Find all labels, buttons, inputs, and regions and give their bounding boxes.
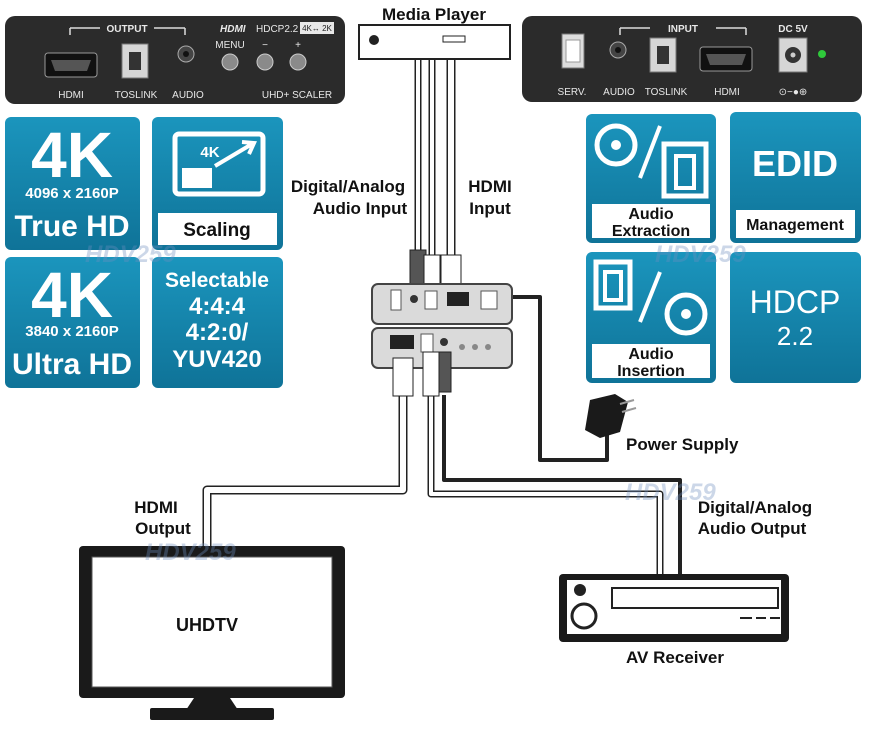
hdmi-input-port: [699, 46, 753, 72]
rear-panel: INPUT DC 5V SERV. AUDIO TOSLINK HDMI ⊙−●…: [522, 16, 862, 102]
port-label-audio: AUDIO: [172, 90, 204, 101]
power-led: [818, 50, 826, 58]
uhdtv: UHDTV: [79, 546, 345, 720]
watermark-2: HDV259: [655, 241, 746, 268]
audio-insertion-icon: [593, 259, 708, 336]
badge-scaling-label: Scaling: [183, 220, 251, 241]
badge-true-hd-res: 4096 x 2160P: [25, 185, 118, 202]
port-label-toslink: TOSLINK: [115, 90, 158, 101]
av-receiver: AV Receiver: [559, 574, 789, 667]
watermark-4: HDV259: [145, 539, 236, 566]
audio-input-label-line1: Digital/Analog: [291, 177, 405, 196]
polarity-symbol: ⊙−●⊕: [779, 87, 808, 98]
badge-ultra-hd-big: 4K: [31, 259, 113, 331]
audio-output-plug: [438, 351, 452, 393]
toslink-output-plug: [422, 351, 440, 397]
av-receiver-label: AV Receiver: [626, 648, 724, 667]
watermark-3: HDV259: [625, 479, 716, 506]
dc-label: DC 5V: [778, 24, 808, 35]
scaling-icon-text: 4K: [200, 144, 219, 161]
badge-audio-insertion-line1: Audio: [628, 346, 674, 363]
audio-output-label-line1: Digital/Analog: [698, 498, 812, 517]
cable-hdmi-output: [202, 395, 408, 546]
cable-power: [500, 295, 609, 462]
toslink-output-port: [121, 43, 149, 79]
menu-button[interactable]: [221, 53, 239, 71]
audio-extraction-icon: [594, 123, 709, 199]
badge-selectable: Selectable 4:4:4 4:2:0/ YUV420: [152, 257, 283, 388]
input-group-label: INPUT: [668, 24, 698, 35]
badge-selectable-line4: YUV420: [172, 346, 261, 373]
port-label-serv: SERV.: [558, 87, 587, 98]
badge-selectable-line2: 4:4:4: [189, 293, 246, 320]
plus-button[interactable]: [289, 53, 307, 71]
media-player: Media Player: [358, 5, 511, 60]
hdmi-logo: HDMI: [220, 24, 246, 35]
badge-audio-extraction-line1: Audio: [628, 206, 674, 223]
badge-true-hd-big: 4K: [31, 119, 113, 191]
minus-button[interactable]: [256, 53, 274, 71]
hdmi-input-label-line1: HDMI: [468, 177, 511, 196]
badge-audio-insertion-line2: Insertion: [617, 363, 685, 380]
usb-service-port: [561, 33, 585, 69]
output-connectors: [392, 351, 452, 397]
badge-hdcp-big: HDCP: [750, 284, 841, 320]
power-supply: Power Supply: [585, 394, 739, 454]
badge-hdcp-sub: 2.2: [777, 321, 813, 351]
input-connectors: [409, 249, 462, 290]
badge-ultra-hd-label: Ultra HD: [12, 348, 132, 381]
badge-ultra-hd: 4K 3840 x 2160P Ultra HD: [5, 257, 140, 388]
hdmi-output-port: [44, 52, 98, 78]
menu-label: MENU: [215, 40, 244, 51]
port-label-toslink-in: TOSLINK: [645, 87, 688, 98]
minus-label: −: [262, 40, 268, 51]
badge-edid: EDID Management: [730, 112, 861, 243]
port-label-hdmi: HDMI: [58, 90, 84, 101]
power-supply-label: Power Supply: [626, 435, 739, 454]
audio-input-label-line2: Audio Input: [313, 199, 408, 218]
front-panel: OUTPUT HDMI HDCP2.2 4K↔ 2K MENU − + HDMI…: [5, 16, 345, 104]
cables: [202, 60, 682, 578]
watermark-1: HDV259: [85, 241, 176, 268]
port-label-hdmi-in: HDMI: [714, 87, 740, 98]
port-label-audio-in: AUDIO: [603, 87, 635, 98]
hdmi-output-label-line2: Output: [135, 519, 191, 538]
badge-selectable-line3: 4:2:0/: [186, 319, 249, 346]
badge-true-hd: 4K 4096 x 2160P True HD: [5, 117, 140, 250]
resolution-badge: 4K↔ 2K: [302, 24, 332, 33]
media-player-label: Media Player: [382, 5, 486, 24]
badge-selectable-line1: Selectable: [165, 269, 269, 292]
audio-output-label-line2: Audio Output: [698, 519, 807, 538]
badge-scaling: 4K Scaling: [152, 117, 283, 250]
hdmi-output-label-line1: HDMI: [134, 498, 177, 517]
badge-audio-extraction-line2: Extraction: [612, 223, 690, 240]
toslink-input-port: [649, 37, 677, 73]
cable-audio-output: [427, 395, 682, 578]
uhdtv-label: UHDTV: [176, 615, 238, 635]
dc-power-jack: [778, 37, 808, 73]
output-group-label: OUTPUT: [106, 24, 147, 35]
hdmi-output-plug: [392, 357, 414, 397]
badge-edid-label: Management: [746, 217, 844, 234]
hdmi-input-label-line2: Input: [469, 199, 511, 218]
badge-ultra-hd-res: 3840 x 2160P: [25, 323, 118, 340]
scaling-icon: [172, 131, 266, 197]
scaler-label: UHD+ SCALER: [262, 90, 332, 101]
badge-audio-insertion: Audio Insertion: [586, 252, 716, 383]
plus-label: +: [295, 40, 301, 51]
hdcp-label: HDCP2.2: [256, 24, 299, 35]
badge-edid-big: EDID: [752, 143, 838, 184]
badge-true-hd-label: True HD: [14, 210, 129, 243]
badge-hdcp: HDCP 2.2: [730, 252, 861, 383]
badge-audio-extraction: Audio Extraction: [586, 114, 716, 243]
